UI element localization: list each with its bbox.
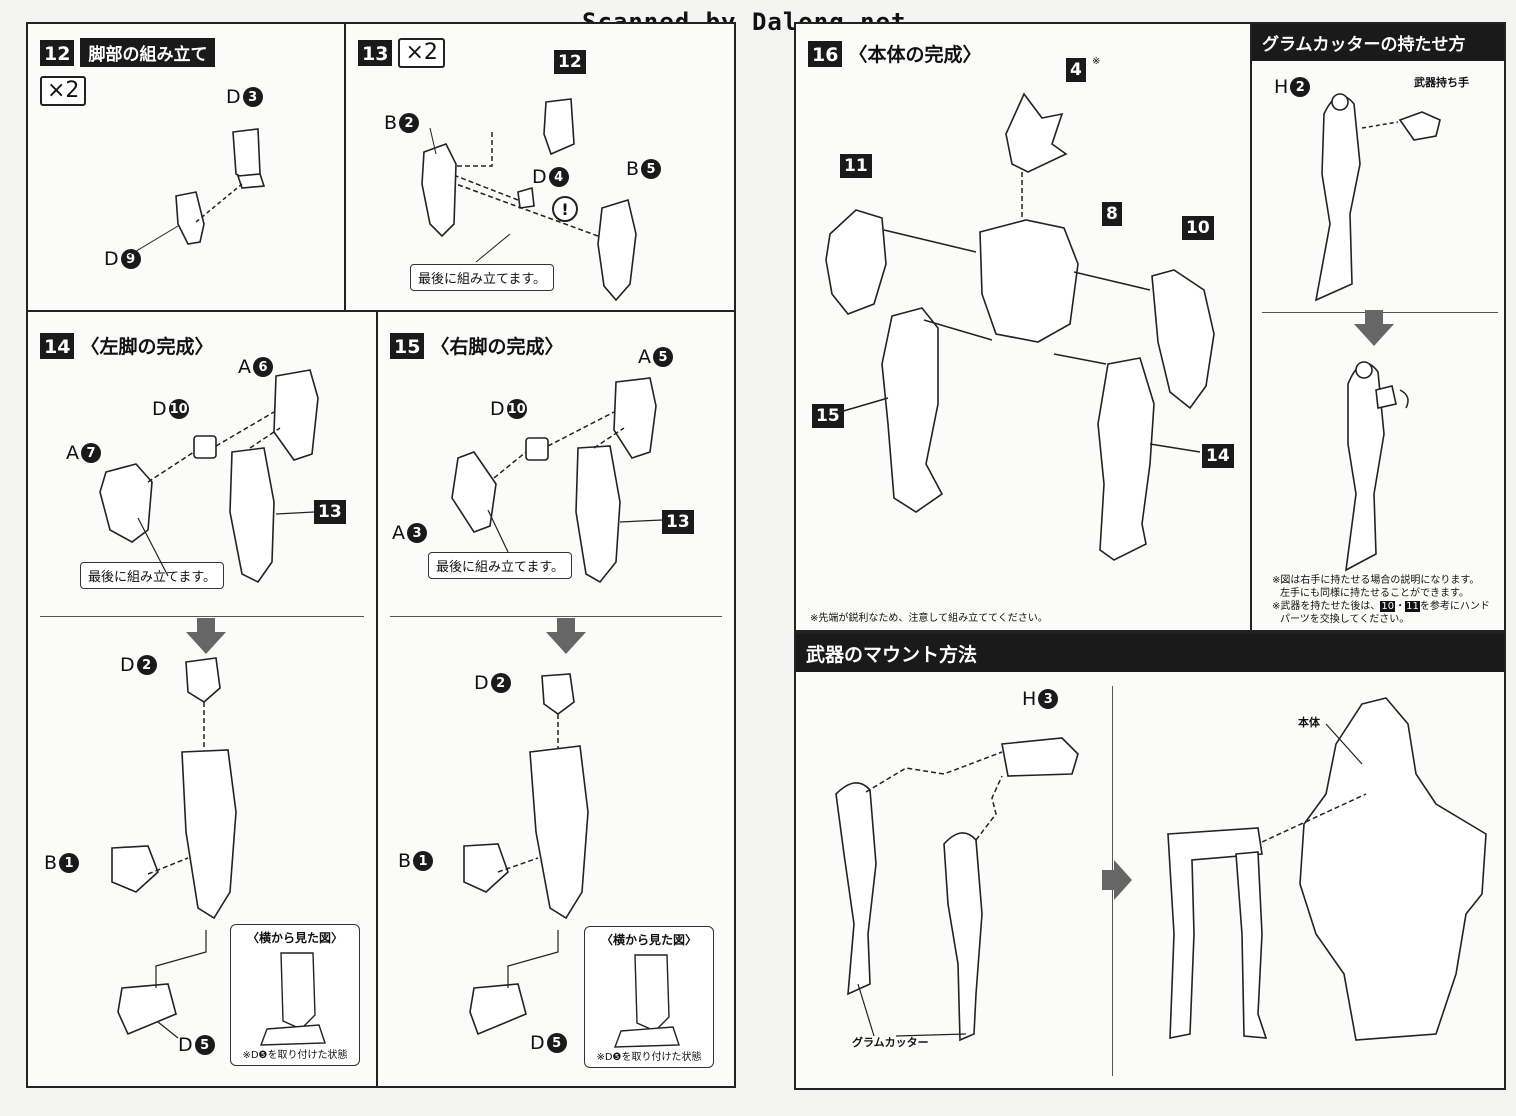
ref-part-15: 15 bbox=[812, 404, 844, 428]
step-number: 16 bbox=[808, 40, 843, 67]
step-title: 〈左脚の完成〉 bbox=[80, 336, 214, 358]
step-13-illustration bbox=[421, 98, 637, 302]
ref-part-11: 11 bbox=[840, 154, 872, 178]
body-label: 本体 bbox=[1298, 716, 1320, 729]
step-number: 12 bbox=[40, 39, 75, 66]
grip-section-title: グラムカッターの持たせ方 bbox=[1252, 24, 1504, 61]
quantity-badge: ×2 bbox=[40, 76, 87, 106]
grip-illustration bbox=[1314, 93, 1441, 572]
mount-illustration bbox=[835, 697, 1487, 1042]
weapon-label: グラムカッター bbox=[852, 1036, 929, 1049]
step-title: 〈本体の完成〉 bbox=[848, 44, 982, 66]
grip-notes: ※図は右手に持たせる場合の説明になります。 左手にも同様に持たせることができます… bbox=[1272, 575, 1490, 625]
quantity-badge: ×2 bbox=[398, 38, 445, 68]
down-arrow-icon bbox=[546, 618, 586, 654]
step-number: 14 bbox=[40, 332, 75, 359]
step-number: 13 bbox=[358, 40, 393, 66]
down-arrow-icon bbox=[1354, 310, 1394, 346]
mount-section-title: 武器のマウント方法 bbox=[796, 634, 1504, 672]
ref-part-13: 13 bbox=[314, 500, 346, 524]
down-arrow-icon bbox=[186, 618, 226, 654]
step-title: 脚部の組み立て bbox=[80, 38, 216, 67]
side-view-box: 〈横から見た図〉 ※D❺を取り付けた状態 bbox=[584, 926, 714, 1068]
ref-part-8: 8 bbox=[1102, 202, 1122, 226]
ref-part-10: 10 bbox=[1182, 216, 1214, 240]
assembly-note: 最後に組み立てます。 bbox=[410, 264, 555, 291]
ref-part-14: 14 bbox=[1202, 444, 1234, 468]
step-15-illustration bbox=[451, 377, 663, 1036]
side-view-box: 〈横から見た図〉 ※D❺を取り付けた状態 bbox=[230, 924, 360, 1066]
panel-step-16: 16 〈本体の完成〉 4 ※ 11 8 10 15 14 ※先端が鋭利なため、注… bbox=[794, 22, 1252, 632]
ref-part-13: 13 bbox=[662, 510, 694, 534]
ref-part-12: 12 bbox=[554, 50, 586, 74]
step-title: 〈右脚の完成〉 bbox=[430, 336, 564, 358]
step-16-illustration bbox=[825, 92, 1215, 561]
asterisk-mark: ※ bbox=[1092, 56, 1101, 67]
assembly-note: 最後に組み立てます。 bbox=[428, 552, 573, 579]
step-12-illustration bbox=[127, 128, 266, 257]
sharp-edge-note: ※先端が鋭利なため、注意して組み立ててください。 bbox=[810, 613, 1048, 624]
assembly-note: 最後に組み立てます。 bbox=[80, 562, 225, 589]
caution-icon: ! bbox=[552, 196, 578, 222]
ref-part-4: 4 bbox=[1066, 58, 1086, 82]
weapon-hand-label: 武器持ち手 bbox=[1414, 76, 1469, 89]
step-14-illustration bbox=[99, 369, 319, 1039]
step-number: 15 bbox=[390, 332, 425, 359]
